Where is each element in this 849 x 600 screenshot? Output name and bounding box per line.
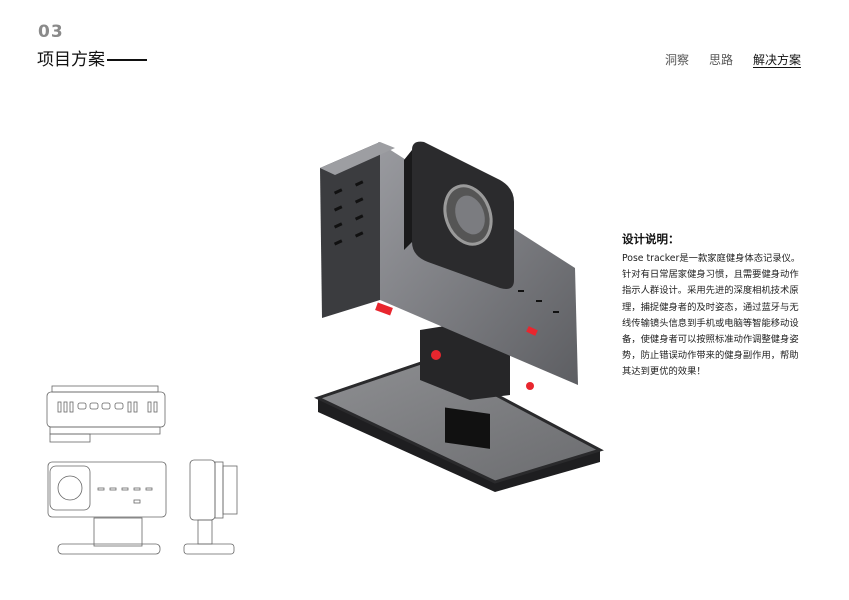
description-line: 势，防止错误动作带来的健身副作用，帮助 [622,350,799,362]
description-line: 针对有日常居家健身习惯，且需要健身动作 [622,269,799,281]
section-number: 03 [38,22,64,42]
description-line: 指示人群设计。采用先进的深度相机技术原 [622,285,799,297]
description-line: 备，使健身者可以按照标准动作调整健身姿 [622,334,799,346]
design-description: 设计说明： Pose tracker是一款家庭健身体态记录仪。 针对有日常居家健… [622,231,822,381]
description-line: Pose tracker是一款家庭健身体态记录仪。 [622,253,801,264]
nav-item-approach[interactable]: 思路 [708,53,733,67]
page-title: 项目方案 [37,45,147,70]
nav-item-solution[interactable]: 解决方案 [752,53,801,67]
lens-module [404,141,514,289]
page-title-text: 项目方案 [37,50,105,70]
description-line: 线传输镜头信息到手机或电脑等智能移动设 [622,317,799,329]
title-dash [107,59,147,61]
technical-drawings [46,385,238,555]
nav-item-insight[interactable]: 洞察 [664,53,689,67]
description-line: 其达到更优的效果！ [622,366,706,378]
description-line: 理，捕捉健身者的及时姿态，通过蓝牙与无 [622,301,799,313]
description-heading: 设计说明： [622,232,680,246]
top-nav: 洞察 思路 解决方案 [665,51,801,68]
